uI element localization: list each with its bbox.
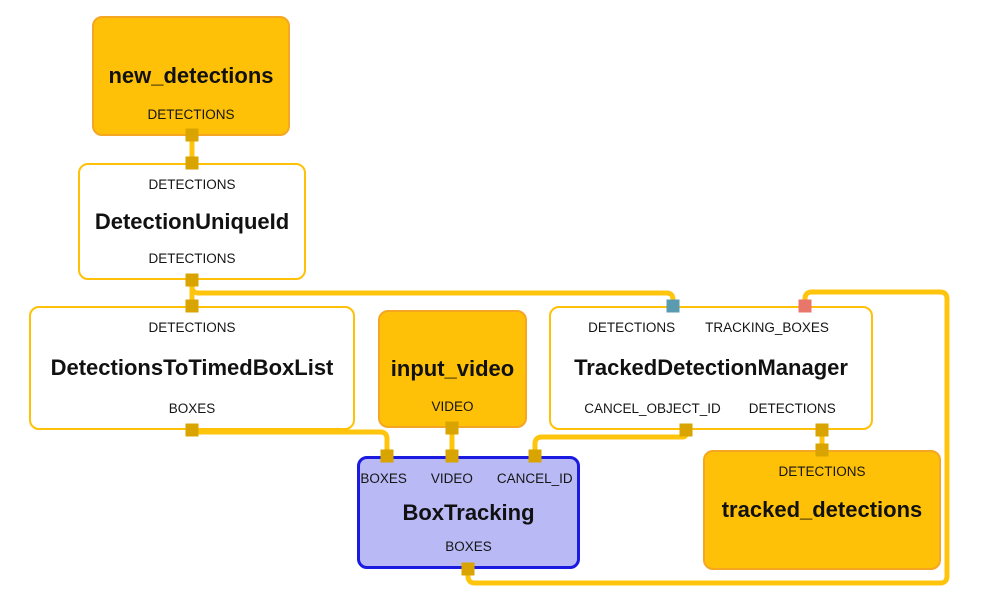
port-label-in-boxes: BOXES [360,471,407,486]
output-port-labels-new_detections: DETECTIONS [94,107,288,122]
port-TrackedDetectionManager.out.CANCEL_OBJECT_ID[interactable] [679,423,693,437]
output-port-labels-input_video: VIDEO [380,399,525,414]
port-label-in-detections: DETECTIONS [778,464,866,479]
port-new_detections.out.DETECTIONS[interactable] [185,128,199,142]
port-label-in-detections: DETECTIONS [148,177,236,192]
port-BoxTracking.out.BOXES[interactable] [461,562,475,576]
output-port-labels-DetectionUniqueId: DETECTIONS [80,251,304,266]
port-BoxTracking.in.CANCEL_ID[interactable] [528,449,542,463]
port-label-out-detections: DETECTIONS [148,251,236,266]
input-port-labels-tracked_detections: DETECTIONS [705,464,939,479]
node-title-DetectionUniqueId: DetectionUniqueId [94,208,290,234]
port-TrackedDetectionManager.in.TRACKING_BOXES[interactable] [798,299,812,313]
node-title-input_video: input_video [390,356,515,382]
port-label-out-detections: DETECTIONS [748,401,836,416]
input-port-labels-BoxTracking: BOXES VIDEO CANCEL_ID [360,471,577,486]
port-BoxTracking.in.BOXES[interactable] [380,449,394,463]
port-DetectionUniqueId.out.DETECTIONS[interactable] [185,273,199,287]
port-label-out-video: VIDEO [431,399,474,414]
input-port-labels-TrackedDetectionManager: DETECTIONS TRACKING_BOXES [551,320,871,335]
node-tracked_detections[interactable]: DETECTIONS tracked_detections [703,450,941,570]
port-label-out-cancel_object_id: CANCEL_OBJECT_ID [584,401,721,416]
edge-TrackedDetectionManager-to-BoxTracking [532,430,689,456]
edge-DetectionsToTimedBoxList-to-BoxTracking [189,428,390,456]
port-label-in-video: VIDEO [430,471,473,486]
port-DetectionsToTimedBoxList.in.DETECTIONS[interactable] [185,299,199,313]
port-label-in-cancel_id: CANCEL_ID [496,471,573,486]
port-label-out-boxes: BOXES [445,539,492,554]
edge-DetectionUniqueId-to-TrackedDetectionManager [189,280,676,306]
port-TrackedDetectionManager.in.DETECTIONS[interactable] [666,299,680,313]
port-DetectionsToTimedBoxList.out.BOXES[interactable] [185,423,199,437]
port-label-out-detections: DETECTIONS [147,107,235,122]
port-label-out-boxes: BOXES [168,401,216,416]
port-label-in-tracking_boxes: TRACKING_BOXES [705,320,829,335]
port-label-in-detections: DETECTIONS [588,320,676,335]
port-TrackedDetectionManager.out.DETECTIONS[interactable] [815,423,829,437]
node-title-tracked_detections: tracked_detections [721,497,923,523]
port-input_video.out.VIDEO[interactable] [445,421,459,435]
node-TrackedDetectionManager[interactable]: DETECTIONS TRACKING_BOXES TrackedDetection… [549,306,873,430]
port-label-in-detections: DETECTIONS [148,320,236,335]
node-title-BoxTracking: BoxTracking [402,499,535,525]
node-title-TrackedDetectionManager: TrackedDetectionManager [574,355,848,381]
output-port-labels-DetectionsToTimedBoxList: BOXES [31,401,353,416]
input-port-labels-DetectionUniqueId: DETECTIONS [80,177,304,192]
node-title-DetectionsToTimedBoxList: DetectionsToTimedBoxList [50,355,334,381]
output-port-labels-BoxTracking: BOXES [360,539,577,554]
port-tracked_detections.in.DETECTIONS[interactable] [815,443,829,457]
input-port-labels-DetectionsToTimedBoxList: DETECTIONS [31,320,353,335]
edge-BoxTracking-to-TrackedDetectionManager [465,289,950,586]
port-DetectionUniqueId.in.DETECTIONS[interactable] [185,156,199,170]
port-BoxTracking.in.VIDEO[interactable] [445,449,459,463]
output-port-labels-TrackedDetectionManager: CANCEL_OBJECT_ID DETECTIONS [551,401,871,416]
node-title-new_detections: new_detections [108,63,274,89]
